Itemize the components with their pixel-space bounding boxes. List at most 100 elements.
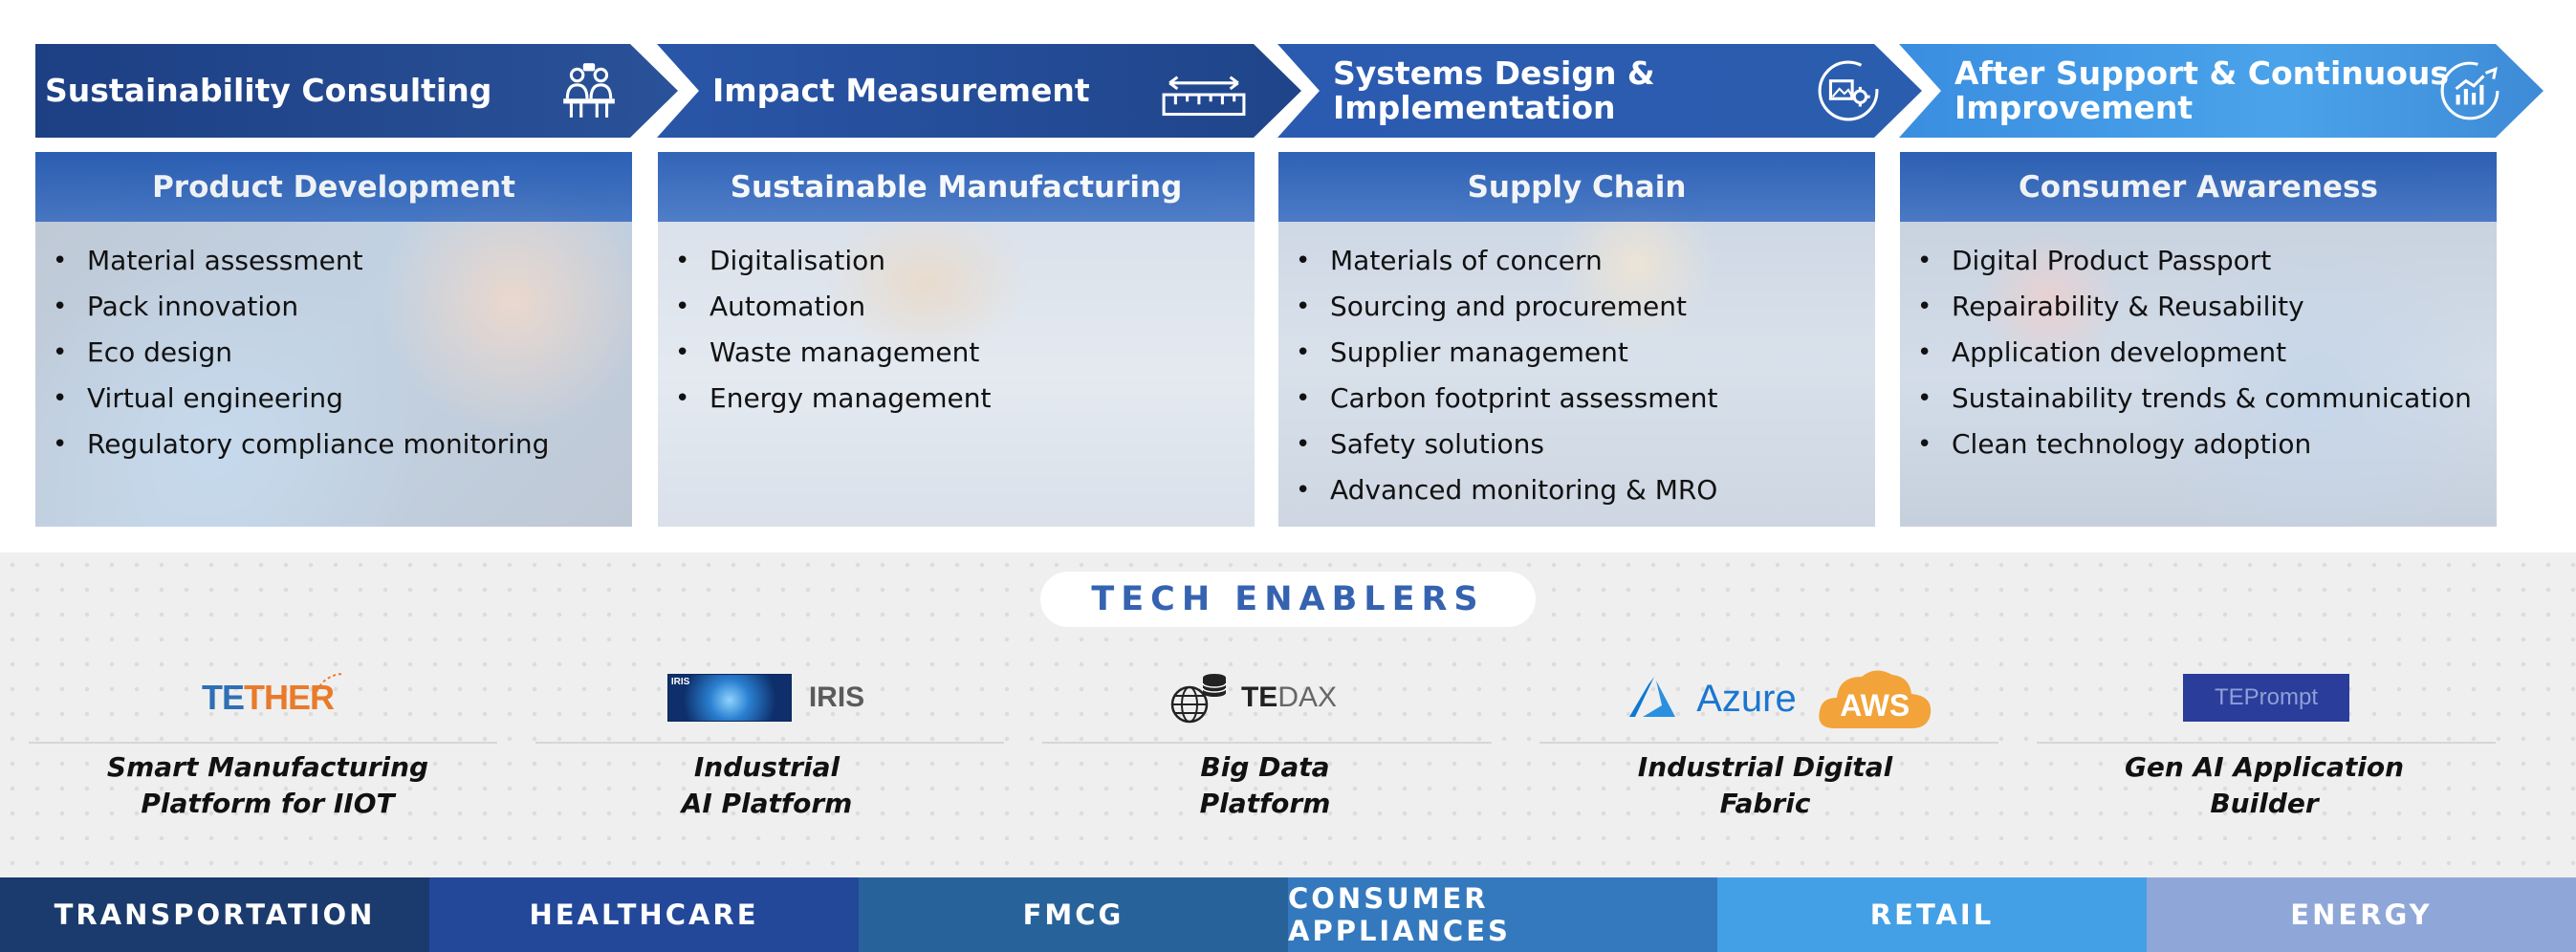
teprompt-logo: TEPrompt <box>2171 660 2362 736</box>
caption-line-1: Smart Manufacturing <box>106 751 429 783</box>
industry-label: ENERGY <box>2290 898 2433 931</box>
list-item: Virtual engineering <box>53 376 549 422</box>
industry-label: TRANSPORTATION <box>54 898 376 931</box>
list-item: Supplier management <box>1296 330 1718 376</box>
column-heading: Sustainable Manufacturing <box>658 152 1255 222</box>
tedax-logo: TEDAX <box>1167 660 1339 736</box>
caption-line-2: Builder <box>2210 788 2319 819</box>
logo-text: Azure <box>1696 677 1797 720</box>
service-column-sustainable-manufacturing: Sustainable Manufacturing Digitalisation… <box>658 152 1255 527</box>
list-item: Material assessment <box>53 238 549 284</box>
platform-caption: Industrial AI Platform <box>566 749 968 822</box>
chevron-shape <box>657 44 1301 138</box>
consulting-meeting-icon <box>557 59 621 122</box>
logo-text: DAX <box>1277 682 1338 713</box>
service-column-consumer-awareness: Consumer Awareness Digital Product Passp… <box>1900 152 2497 527</box>
divider <box>1539 742 1998 744</box>
signal-arc-icon <box>314 673 344 703</box>
platform-caption: Industrial Digital Fabric <box>1564 749 1966 822</box>
logo-badge-text: IRIS <box>670 677 690 687</box>
stage-title: Impact Measurement <box>657 74 1090 108</box>
platform-caption: Smart Manufacturing Platform for IIOT <box>67 749 469 822</box>
industry-retail: RETAIL <box>1717 877 2147 952</box>
industry-label: HEALTHCARE <box>529 898 759 931</box>
service-column-supply-chain: Supply Chain Materials of concern Sourci… <box>1278 152 1875 527</box>
azure-icon <box>1629 677 1676 717</box>
divider <box>1042 742 1492 744</box>
column-list: Material assessment Pack innovation Eco … <box>35 238 549 467</box>
list-item: Sustainability trends & communication <box>1917 376 2472 422</box>
logo-text: THER <box>244 678 335 717</box>
divider <box>29 742 497 744</box>
list-item: Application development <box>1917 330 2472 376</box>
list-item: Digitalisation <box>675 238 992 284</box>
stage-chevron-3: Systems Design & Implementation <box>1277 44 1922 138</box>
industry-energy: ENERGY <box>2147 877 2576 952</box>
caption-line-1: Industrial Digital <box>1637 751 1893 783</box>
caption-line-2: Platform <box>1199 788 1331 819</box>
list-item: Digital Product Passport <box>1917 238 2472 284</box>
industry-label: CONSUMER APPLIANCES <box>1288 882 1511 947</box>
image-gear-icon <box>1817 59 1880 122</box>
stage-chevron-2: Impact Measurement <box>657 44 1301 138</box>
stage-chevron-4: After Support & Continuous Improvement <box>1899 44 2543 138</box>
industry-label: FMCG <box>1022 898 1124 931</box>
stage-chevron-1: Sustainability Consulting <box>35 44 678 138</box>
stage-title-line-1: Systems Design & <box>1333 54 1655 93</box>
platform-caption: Gen AI Application Builder <box>2063 749 2465 822</box>
caption-line-2: AI Platform <box>681 788 853 819</box>
industry-healthcare: HEALTHCARE <box>429 877 859 952</box>
list-item: Automation <box>675 284 992 330</box>
azure-aws-logo: Azure AWS <box>1626 656 1936 742</box>
caption-line-2: Fabric <box>1719 788 1811 819</box>
list-item: Clean technology adoption <box>1917 422 2472 467</box>
stage-title-line-2: Improvement <box>1954 89 2194 126</box>
industry-label: RETAIL <box>1869 898 1995 931</box>
stage-title: After Support & Continuous Improvement <box>1899 56 2449 124</box>
caption-line-1: Big Data <box>1200 751 1330 783</box>
chevron-shape <box>1277 44 1922 138</box>
stage-title: Systems Design & Implementation <box>1277 56 1655 124</box>
chevron-shape <box>1899 44 2543 138</box>
ruler-measure-icon <box>1160 59 1248 122</box>
caption-line-1: Industrial <box>693 751 840 783</box>
list-item: Eco design <box>53 330 549 376</box>
list-item: Advanced monitoring & MRO <box>1296 467 1718 513</box>
list-item: Carbon footprint assessment <box>1296 376 1717 422</box>
stage-title-line-1: Sustainability Consulting <box>45 72 492 110</box>
logo-text: TE <box>201 678 245 717</box>
caption-line-1: Gen AI Application <box>2124 751 2405 783</box>
stage-title: Sustainability Consulting <box>35 74 491 108</box>
divider <box>535 742 1004 744</box>
list-item: Materials of concern <box>1296 238 1718 284</box>
list-item: Safety solutions <box>1296 422 1718 467</box>
list-item: Pack innovation <box>53 284 549 330</box>
chevron-shape <box>35 44 678 138</box>
column-list: Digitalisation Automation Waste manageme… <box>658 238 992 422</box>
stage-title-line-1: After Support & Continuous <box>1954 54 2450 93</box>
column-heading: Product Development <box>35 152 632 222</box>
aws-cloud-icon: AWS <box>1816 667 1934 730</box>
service-column-product-development: Product Development Material assessment … <box>35 152 632 527</box>
column-heading: Consumer Awareness <box>1900 152 2497 222</box>
iris-logo-image: IRIS <box>666 674 792 722</box>
list-item: Sourcing and procurement <box>1296 284 1718 330</box>
industry-consumer-appliances: CONSUMER APPLIANCES <box>1288 877 1717 952</box>
tether-logo: TETHER <box>163 660 373 736</box>
column-heading: Supply Chain <box>1278 152 1875 222</box>
logo-text: TEPrompt <box>2214 684 2319 710</box>
logo-text: IRIS <box>808 682 865 713</box>
industry-transportation: TRANSPORTATION <box>0 877 429 952</box>
chart-cycle-icon <box>2438 59 2501 122</box>
logo-text: TE <box>1240 682 1278 713</box>
list-item: Repairability & Reusability <box>1917 284 2472 330</box>
logo-text: AWS <box>1840 688 1910 723</box>
tech-enablers-title: TECH ENABLERS <box>1040 572 1536 627</box>
column-list: Digital Product Passport Repairability &… <box>1900 238 2472 467</box>
list-item: Regulatory compliance monitoring <box>53 422 549 467</box>
industry-fmcg: FMCG <box>859 877 1288 952</box>
platform-caption: Big Data Platform <box>1064 749 1466 822</box>
stage-title-line-2: Implementation <box>1333 89 1616 126</box>
iris-logo: IRIS IRIS <box>646 660 885 736</box>
list-item: Energy management <box>675 376 991 422</box>
